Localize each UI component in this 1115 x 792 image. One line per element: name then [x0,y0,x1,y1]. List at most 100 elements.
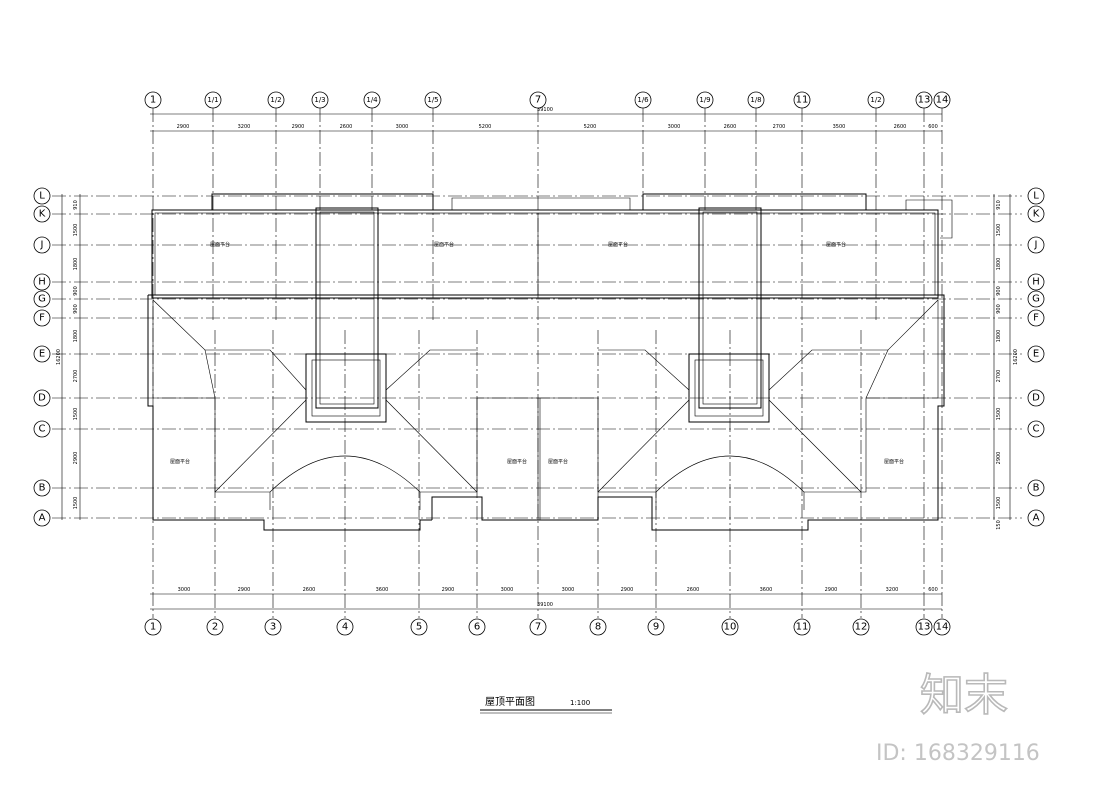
right-dim: 900 [996,286,1002,296]
bottom-dim: 600 [928,587,938,593]
axis-bubble: 10 [721,618,739,636]
right-axis-bubbles: L K J H G F E D C B A [1027,187,1045,527]
right-dim: 1500 [996,497,1002,510]
axis-bubble: J [33,236,51,254]
axis-bubble: 7 [529,618,547,636]
top-total-dim: 39100 [537,107,553,113]
svg-text:B: B [1033,483,1040,494]
axis-bubble: 4 [336,618,354,636]
axis-bubble: 5 [410,618,428,636]
left-dim: 2900 [73,452,79,465]
axis-bubble: L [33,187,51,205]
axis-bubble: K [1027,205,1045,223]
axis-bubble: G [33,290,51,308]
axis-bubble: 14 [933,618,951,636]
axis-bubble: 3 [264,618,282,636]
right-dim: 150 [996,520,1002,530]
svg-text:A: A [1033,513,1040,524]
axis-bubble: 12 [852,618,870,636]
right-total-dim: 16200 [1013,349,1019,365]
top-dim: 2700 [773,124,786,130]
axis-bubble: A [33,509,51,527]
axis-bubble: A [1027,509,1045,527]
svg-text:7: 7 [535,95,541,106]
room-label: 屋面平台 [548,458,568,465]
bottom-dim: 2600 [687,587,700,593]
axis-bubble: C [1027,420,1045,438]
bottom-dim: 2900 [442,587,455,593]
axis-bubble: J [1027,236,1045,254]
svg-text:5: 5 [416,622,422,633]
bottom-dim: 3000 [501,587,514,593]
svg-text:1: 1 [150,95,156,106]
watermark-logo: 知末 [920,670,1008,721]
axis-bubble: F [1027,309,1045,327]
axis-bubble: 11 [793,618,811,636]
bottom-total-dim: 39100 [537,602,553,608]
axis-bubble: B [33,479,51,497]
top-dimensions: 39100 2900 3200 2900 2600 3000 5200 5200… [177,107,938,130]
svg-text:1/5: 1/5 [427,96,438,104]
axis-bubble: L [1027,187,1045,205]
axis-bubble: 13 [915,618,933,636]
svg-text:1/4: 1/4 [366,96,378,104]
drawing-title: 屋顶平面图 1:100 [480,696,612,714]
bottom-dim: 2900 [621,587,634,593]
right-dim: 1800 [996,258,1002,271]
svg-text:8: 8 [595,622,601,633]
left-dim: 1500 [73,224,79,237]
svg-text:B: B [39,483,46,494]
axis-bubble: G [1027,290,1045,308]
right-dim: 2700 [996,370,1002,383]
svg-text:11: 11 [796,622,809,633]
svg-text:1/3: 1/3 [314,96,325,104]
svg-text:J: J [40,240,44,251]
top-dim: 5200 [584,124,597,130]
right-dim: 2900 [996,452,1002,465]
room-label: 屋面平台 [826,241,846,248]
left-dim: 900 [73,286,79,296]
svg-text:1/2: 1/2 [870,96,881,104]
svg-text:1/9: 1/9 [699,96,710,104]
axis-bubble: 1/4 [363,91,381,109]
top-dim: 2600 [724,124,737,130]
bottom-dim: 3600 [760,587,773,593]
svg-text:G: G [38,294,46,305]
room-label: 屋面平台 [210,241,230,248]
svg-text:H: H [38,277,46,288]
svg-text:F: F [39,313,45,324]
left-dim: 1800 [73,330,79,343]
axis-bubble: 1 [144,91,162,109]
svg-text:6: 6 [474,622,480,633]
watermark: 知末 ID: 168329116 [876,669,1040,766]
bottom-dim: 3000 [562,587,575,593]
svg-text:L: L [1033,191,1039,202]
svg-text:H: H [1032,277,1040,288]
top-dim: 3000 [668,124,681,130]
svg-text:K: K [1033,209,1040,220]
svg-text:10: 10 [724,622,737,633]
dimension-lines [61,113,1011,610]
plan-title: 屋顶平面图 [485,696,535,708]
axis-bubble: D [33,389,51,407]
axis-bubble: B [1027,479,1045,497]
left-dim: 1500 [73,497,79,510]
room-label: 屋面平台 [434,241,454,248]
bottom-dimensions: 3000 2900 2600 3600 2900 3000 3000 2900 … [178,587,938,608]
svg-text:A: A [39,513,46,524]
right-dim: 1800 [996,330,1002,343]
svg-text:2: 2 [212,622,218,633]
axis-bubble: 1/2 [867,91,885,109]
axis-bubble: D [1027,389,1045,407]
watermark-id: ID: 168329116 [876,741,1040,766]
axis-bubble: 1/5 [424,91,442,109]
left-dim: 910 [73,200,79,210]
bottom-dim: 2900 [238,587,251,593]
bottom-dim: 2900 [825,587,838,593]
svg-text:13: 13 [918,95,931,106]
axis-bubble: H [33,273,51,291]
svg-text:D: D [1032,393,1040,404]
right-dim: 900 [996,304,1002,314]
top-dim: 3000 [396,124,409,130]
